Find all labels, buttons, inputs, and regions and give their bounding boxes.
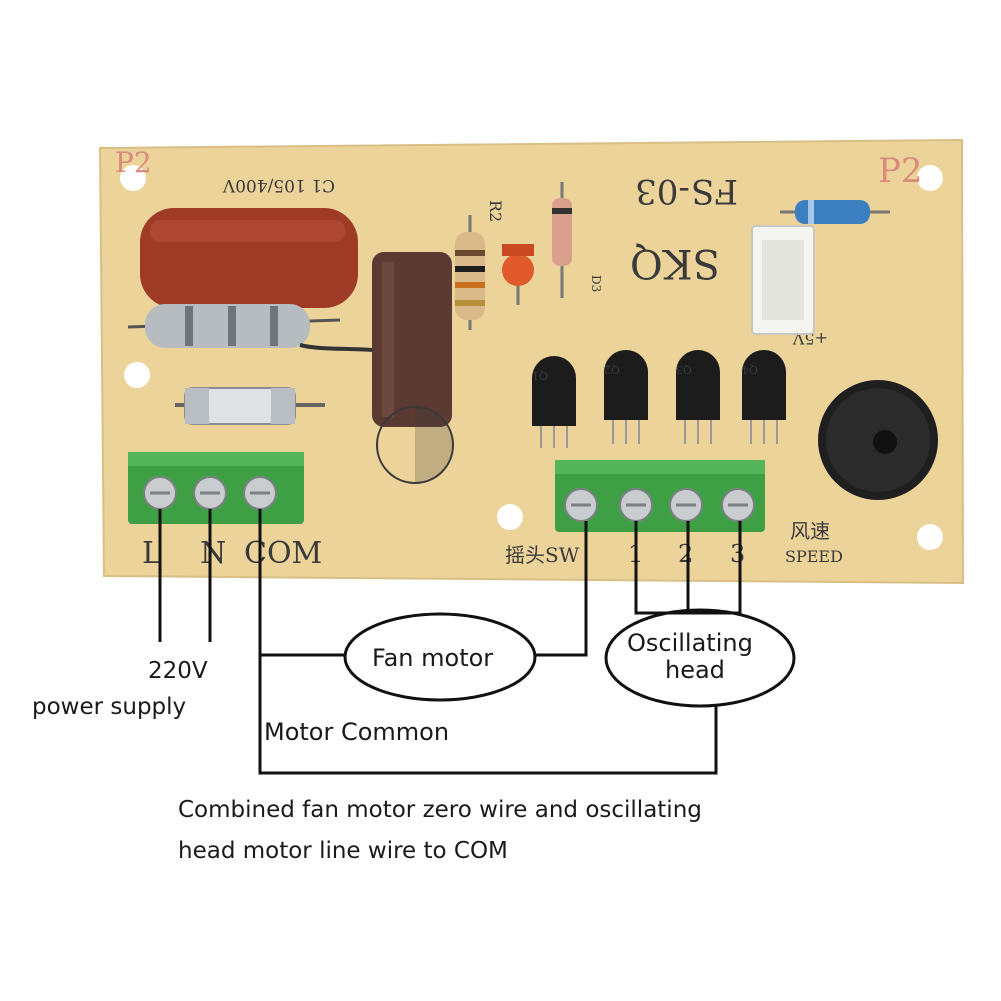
q2-print: Q2 — [604, 363, 620, 376]
svg-text:FS-03: FS-03 — [635, 171, 738, 211]
power-resistor — [127, 304, 373, 352]
power-terminal-block — [128, 452, 304, 524]
wire-common — [258, 509, 718, 775]
mounting-hole — [120, 165, 146, 191]
fan-motor-ellipse — [343, 612, 537, 702]
resistor-r2 — [455, 215, 485, 330]
footnote-line-2: head motor line wire to COM — [178, 838, 508, 864]
corner-mark: P2 — [878, 151, 923, 191]
svg-text:R2: R2 — [486, 200, 505, 222]
motor-common-label: Motor Common — [264, 718, 450, 746]
fan-motor-label: Fan motor — [372, 644, 494, 672]
terminal-label-l: L — [142, 536, 162, 571]
head-label: head — [665, 656, 725, 684]
mounting-hole — [497, 504, 523, 530]
supply-label: power supply — [32, 694, 187, 720]
q3-print: Q3 — [676, 363, 692, 376]
mounting-hole — [917, 524, 943, 550]
corner-mark: P2 — [115, 146, 152, 179]
pcb-board: P2 P2 C1 105/400V FS-03 SKQ R2 D3 +5V — [98, 138, 965, 585]
buzzer — [818, 380, 938, 500]
supply-voltage-label: 220V — [148, 658, 208, 684]
transistor-q1 — [532, 356, 576, 448]
brand-print: SKQ — [630, 240, 720, 286]
transistor-q3 — [676, 350, 720, 444]
terminal-label-com: COM — [244, 536, 322, 571]
output-terminal-block — [555, 460, 765, 532]
transistor-q2 — [604, 350, 648, 444]
speed-label-cn: 风速 — [790, 519, 830, 543]
fuse — [175, 387, 325, 425]
cap-label-print: C1 105/400V — [222, 175, 335, 195]
terminal-label-2: 2 — [678, 540, 693, 568]
zener-label-print: D3 — [589, 275, 603, 292]
mounting-hole — [917, 165, 943, 191]
led — [502, 244, 534, 305]
q4-print: Q4 — [742, 363, 758, 376]
terminal-label-n: N — [200, 536, 226, 571]
mounting-hole — [124, 362, 150, 388]
transistor-q4 — [742, 350, 786, 444]
terminal-label-sw: 摇头SW — [505, 543, 580, 567]
q1-print: Q1 — [532, 369, 548, 382]
wiring — [158, 509, 796, 775]
model-code-print: FS-03 — [635, 171, 738, 211]
resistor-label-print: R2 — [486, 200, 505, 222]
oscillating-head-ellipse — [604, 608, 796, 708]
wire-fan-to-sw — [535, 521, 588, 657]
blue-diode — [780, 200, 890, 224]
electrolytic-capacitor — [372, 252, 454, 484]
svg-text:C1 105/400V: C1 105/400V — [222, 175, 335, 195]
svg-text:D3: D3 — [589, 275, 603, 292]
terminal-label-3: 3 — [730, 540, 745, 568]
footnote-line-1: Combined fan motor zero wire and oscilla… — [178, 797, 702, 823]
svg-text:SKQ: SKQ — [630, 240, 720, 286]
zener-diode — [552, 182, 572, 298]
oscillating-label: Oscillating — [627, 629, 753, 657]
speed-label-en: SPEED — [785, 547, 843, 566]
